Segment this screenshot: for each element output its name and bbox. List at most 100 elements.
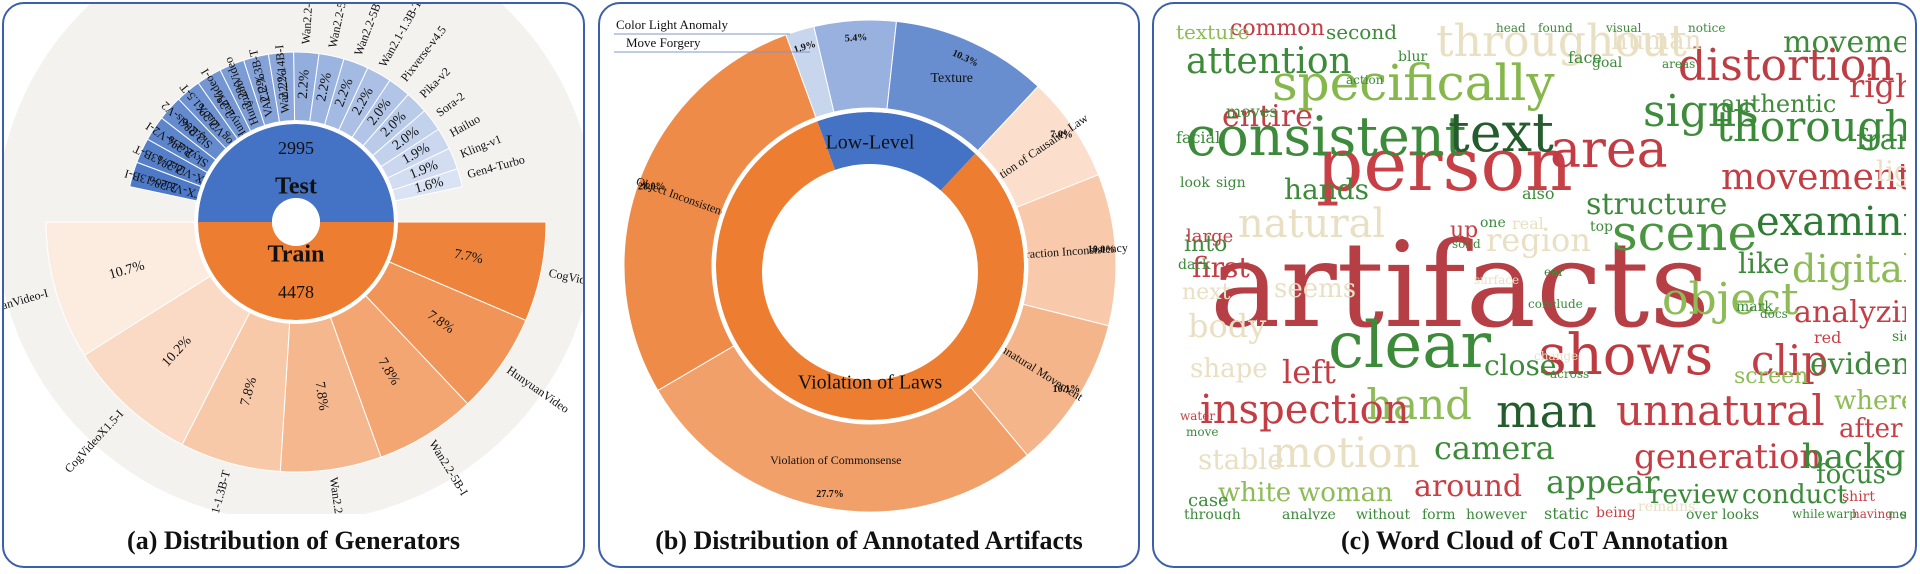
cloud-word: form [1422,507,1456,520]
cloud-word: backgrou [1802,437,1906,477]
center-hole [762,164,978,380]
test-label: Test [275,174,317,200]
cloud-word: scene [1612,204,1758,262]
cloud-word: hand [1366,380,1473,429]
cloud-word: moves [1226,102,1278,121]
cloud-word: conduct [1742,480,1848,510]
train-count: 4478 [278,282,314,302]
cloud-word: focus [1816,460,1886,490]
cloud-word: looks [1722,507,1760,520]
color-light-callout: Color Light Anomaly [616,17,728,32]
cloud-word: warp [1826,507,1857,520]
cloud-word: head [1496,21,1526,35]
cloud-word: fram [1856,123,1906,156]
cloud-word: goal [1592,55,1623,71]
cloud-word: person [1316,122,1573,208]
laws-percent: 10.0% [1088,245,1116,256]
caption-generators: (a) Distribution of Generators [127,526,460,555]
cloud-word: hands [1284,173,1370,206]
cloud-word: visual [1606,21,1642,35]
cloud-word: facial [1176,128,1221,147]
cloud-word: eviden [1810,347,1906,382]
cloud-word: ligh [1876,155,1906,188]
cloud-word: entire [1222,99,1313,134]
caption-wordcloud: (c) Word Cloud of CoT Annotation [1341,526,1728,555]
cloud-word: screen [1734,364,1809,389]
laws-percent: 28.0% [638,182,666,193]
cloud-word: top [1590,219,1614,235]
move-forgery-callout: Move Forgery [626,35,701,50]
cloud-word: consistent [1186,105,1467,168]
laws-category-label: Violation of Commonsense [770,453,901,467]
train-inner-segment [198,222,394,320]
cloud-word: movement [1721,157,1906,198]
cloud-word: solid [1452,237,1481,251]
cloud-word: distortion [1678,40,1895,91]
train-percent-label: 7.8% [312,381,331,412]
cloud-word: white [1218,478,1292,508]
cloud-word: close [1484,349,1557,382]
cloud-word: next [1182,280,1231,305]
test-percent-label: 2.2% [314,71,335,103]
cloud-word: change [1534,349,1579,363]
cloud-word: specifically [1272,54,1555,112]
cloud-word: through [1184,507,1241,520]
cloud-word: shirt [1842,489,1875,505]
cloud-word: camera [1434,429,1555,467]
cloud-word: like [1738,247,1790,280]
cloud-word: woman [1298,478,1393,508]
cloud-word: without [1356,507,1411,520]
low-level-title: Low-Level [826,132,915,154]
cloud-word: around [1414,469,1523,504]
cloud-word: structure [1586,187,1728,222]
cloud-word: across [1550,367,1590,381]
test-percent-label: 2.2% [275,69,293,100]
test-percent-label: 2.2% [252,72,274,104]
cloud-word: found [1538,21,1573,35]
cloud-word: also [1522,184,1555,203]
cloud-word: left [1282,353,1336,391]
cloud-word: face [1568,48,1602,67]
cloud-word: texture [1176,20,1250,44]
cloud-word: clear [1328,309,1491,383]
cloud-word: analyze [1282,507,1336,520]
cloud-word: water [1180,409,1216,423]
cloud-word: large [1186,226,1234,247]
cloud-word: first [1192,251,1250,284]
cloud-word: blur [1398,49,1428,65]
cloud-word: case [1188,490,1229,511]
cloud-word: text [1448,101,1554,164]
cloud-word: being [1596,505,1636,520]
cloud-word: however [1466,507,1527,520]
cloud-word: thorough [1716,102,1906,151]
cloud-word: sign [1216,175,1246,191]
cloud-word: docs [1760,307,1788,321]
cloud-word: up [1450,218,1479,243]
cloud-word: stable [1198,443,1284,476]
caption-artifacts: (b) Distribution of Annotated Artifacts [655,526,1083,555]
cloud-word: man [1496,384,1597,438]
cloud-word: natural [1238,201,1386,247]
cloud-word: region [1486,221,1591,259]
cloud-word: real [1512,214,1544,233]
cloud-word: areas [1662,57,1696,71]
cloud-word: over [1686,507,1718,520]
test-generator-label: Wan2.2-14B-I [272,44,292,114]
cloud-word: motion [1272,428,1420,477]
cloud-word: sid [1892,329,1906,345]
cloud-word: common [1230,16,1325,41]
test-inner-segment [198,124,394,222]
cloud-word: right [1849,67,1906,105]
cloud-word: unnatural [1616,386,1825,435]
cloud-word: conclude [1528,297,1583,311]
cloud-word: review [1650,480,1739,510]
cloud-word: dark [1178,257,1211,273]
cloud-word: appear [1546,463,1660,501]
cloud-word: where [1834,386,1906,416]
test-count: 2995 [278,138,314,158]
cloud-word: red [1814,328,1842,347]
